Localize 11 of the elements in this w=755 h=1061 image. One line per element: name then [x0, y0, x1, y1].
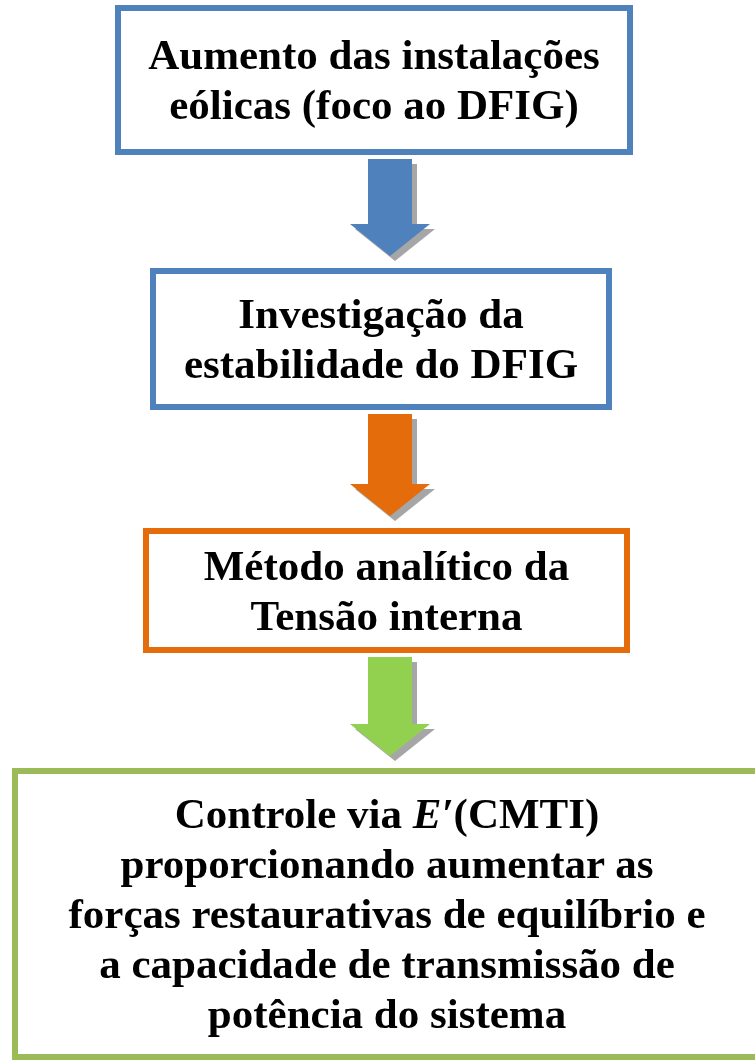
- box-text: Controle via E′(CMTI) proporcionando aumentar as forças restaurativas de equilíbrio e a capacidade de transmissão de potência do sistema: [67, 789, 707, 1039]
- process-box: [115, 5, 633, 155]
- process-box: [150, 268, 612, 410]
- box-text: Investigação da estabilidade do DFIG: [182, 289, 580, 389]
- block-arrow: [350, 159, 435, 261]
- block-arrow: [350, 657, 435, 761]
- process-box: [143, 528, 630, 653]
- process-box: [12, 768, 755, 1060]
- block-arrow: [350, 414, 435, 521]
- box-text: Aumento das instalações eólicas (foco ao DFIG): [147, 30, 601, 130]
- box-text: Método analítico da Tensão interna: [202, 540, 571, 641]
